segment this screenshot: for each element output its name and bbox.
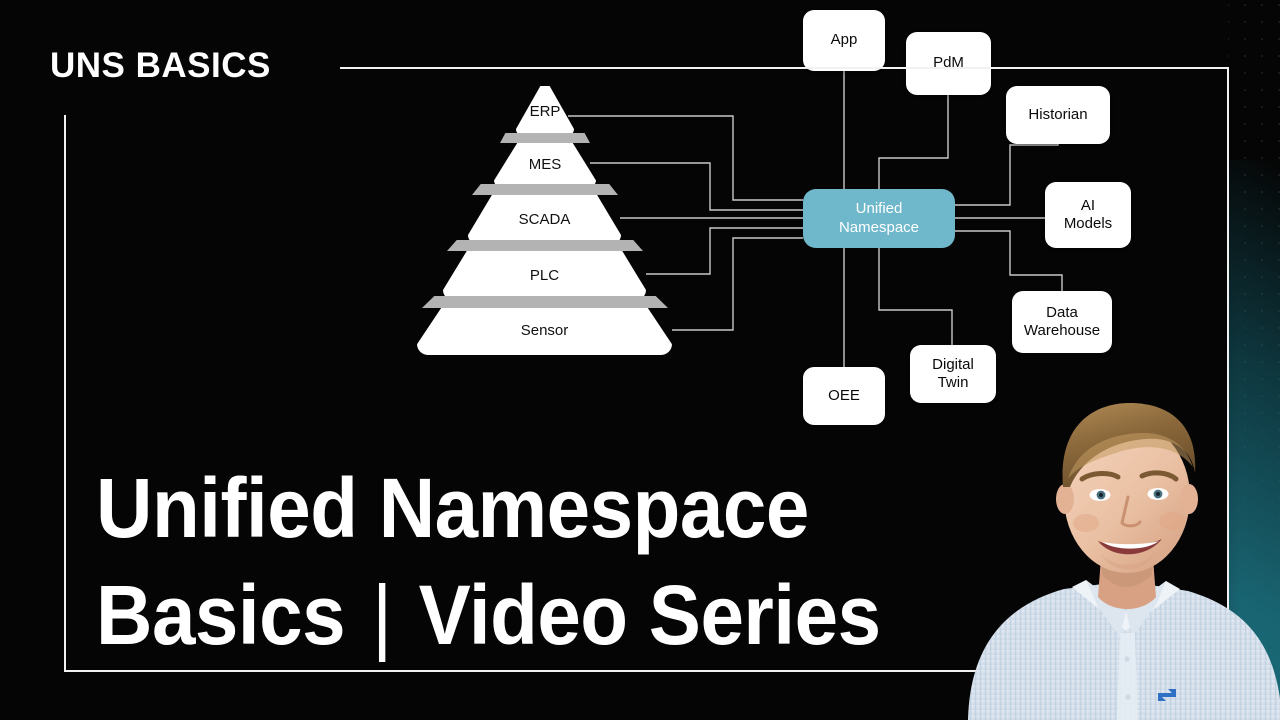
- node-label-line2: Twin: [937, 374, 969, 391]
- title-line-1: Unified Namespace: [96, 461, 809, 555]
- pyramid-tier-label: Sensor: [520, 322, 569, 339]
- uns-architecture-diagram: ERP MES SCADA PLC Sensor Unified Namespa…: [417, 10, 1131, 425]
- wire-sensor-to-hub: [672, 237, 803, 331]
- pyramid-shadow-2: [472, 184, 618, 195]
- wire-hub-to-pdm: [878, 95, 949, 190]
- node-label-line1: Data: [1046, 303, 1078, 321]
- portrait-head: [1056, 403, 1198, 573]
- node-label-line2: Warehouse: [1023, 322, 1101, 339]
- title-line-2-part-b: Video Series: [418, 567, 881, 662]
- pyramid-tier-erp[interactable]: ERP: [516, 86, 574, 136]
- wire-mes-to-hub: [590, 162, 803, 211]
- pyramid-tier-label: SCADA: [518, 210, 571, 228]
- pyramid-shadow-4: [422, 296, 668, 308]
- node-label-line2: Models: [1063, 215, 1113, 232]
- page-title: Unified Namespace Basics | Video Series: [96, 455, 881, 668]
- node-label: PdM: [933, 54, 964, 72]
- portrait-hair: [1062, 403, 1196, 487]
- hub-label-line2: Namespace: [838, 218, 920, 236]
- title-line-2-part-a: Basics: [96, 567, 346, 662]
- node-label: Historian: [1028, 105, 1088, 123]
- pyramid-shadow-1: [500, 133, 590, 143]
- shirt-logo-icon: [1158, 689, 1176, 701]
- shirt-button: [1125, 694, 1131, 700]
- wire-hub-to-data-warehouse: [955, 230, 1063, 292]
- wire-hub-to-digital-twin: [878, 246, 953, 346]
- node-app[interactable]: App: [803, 10, 885, 71]
- automation-pyramid: ERP MES SCADA PLC Sensor: [417, 86, 672, 355]
- title-line-2: Basics | Video Series: [96, 562, 881, 669]
- node-unified-namespace[interactable]: Unified Namespace: [803, 189, 955, 248]
- portrait-nose: [1120, 495, 1142, 528]
- pyramid-tier-label: MES: [528, 156, 562, 173]
- node-label-line1: AI: [1080, 196, 1096, 214]
- pyramid-tier-label: PLC: [529, 266, 560, 284]
- wire-erp-to-hub: [568, 115, 803, 201]
- connector-wires: [568, 71, 1063, 367]
- node-label: App: [830, 31, 858, 49]
- presenter-portrait: [968, 403, 1280, 720]
- node-label: OEE: [828, 386, 860, 404]
- shirt-button: [1124, 656, 1130, 662]
- pyramid-shadow-3: [447, 240, 643, 251]
- title-separator: |: [371, 567, 392, 662]
- portrait-eyebrow-left: [1079, 471, 1121, 482]
- kicker-label: UNS BASICS: [50, 46, 271, 85]
- node-oee[interactable]: OEE: [803, 367, 885, 425]
- pyramid-tier-scada[interactable]: SCADA: [468, 194, 621, 244]
- pyramid-tier-label: ERP: [529, 102, 561, 120]
- pyramid-tier-sensor[interactable]: Sensor: [417, 306, 672, 355]
- node-digital-twin[interactable]: Digital Twin: [910, 345, 996, 403]
- pyramid-tier-mes[interactable]: MES: [494, 141, 596, 188]
- wire-plc-to-hub: [646, 227, 803, 275]
- wire-hub-to-historian: [955, 142, 1059, 206]
- node-data-warehouse[interactable]: Data Warehouse: [1012, 291, 1112, 353]
- pyramid-tier-plc[interactable]: PLC: [443, 250, 646, 300]
- node-label-line1: Digital: [932, 355, 974, 373]
- node-historian[interactable]: Historian: [1006, 86, 1110, 144]
- node-ai-models[interactable]: AI Models: [1045, 182, 1131, 248]
- hub-label-line1: Unified: [855, 200, 903, 218]
- node-pdm[interactable]: PdM: [906, 32, 991, 95]
- portrait-eyebrow-right: [1139, 470, 1179, 482]
